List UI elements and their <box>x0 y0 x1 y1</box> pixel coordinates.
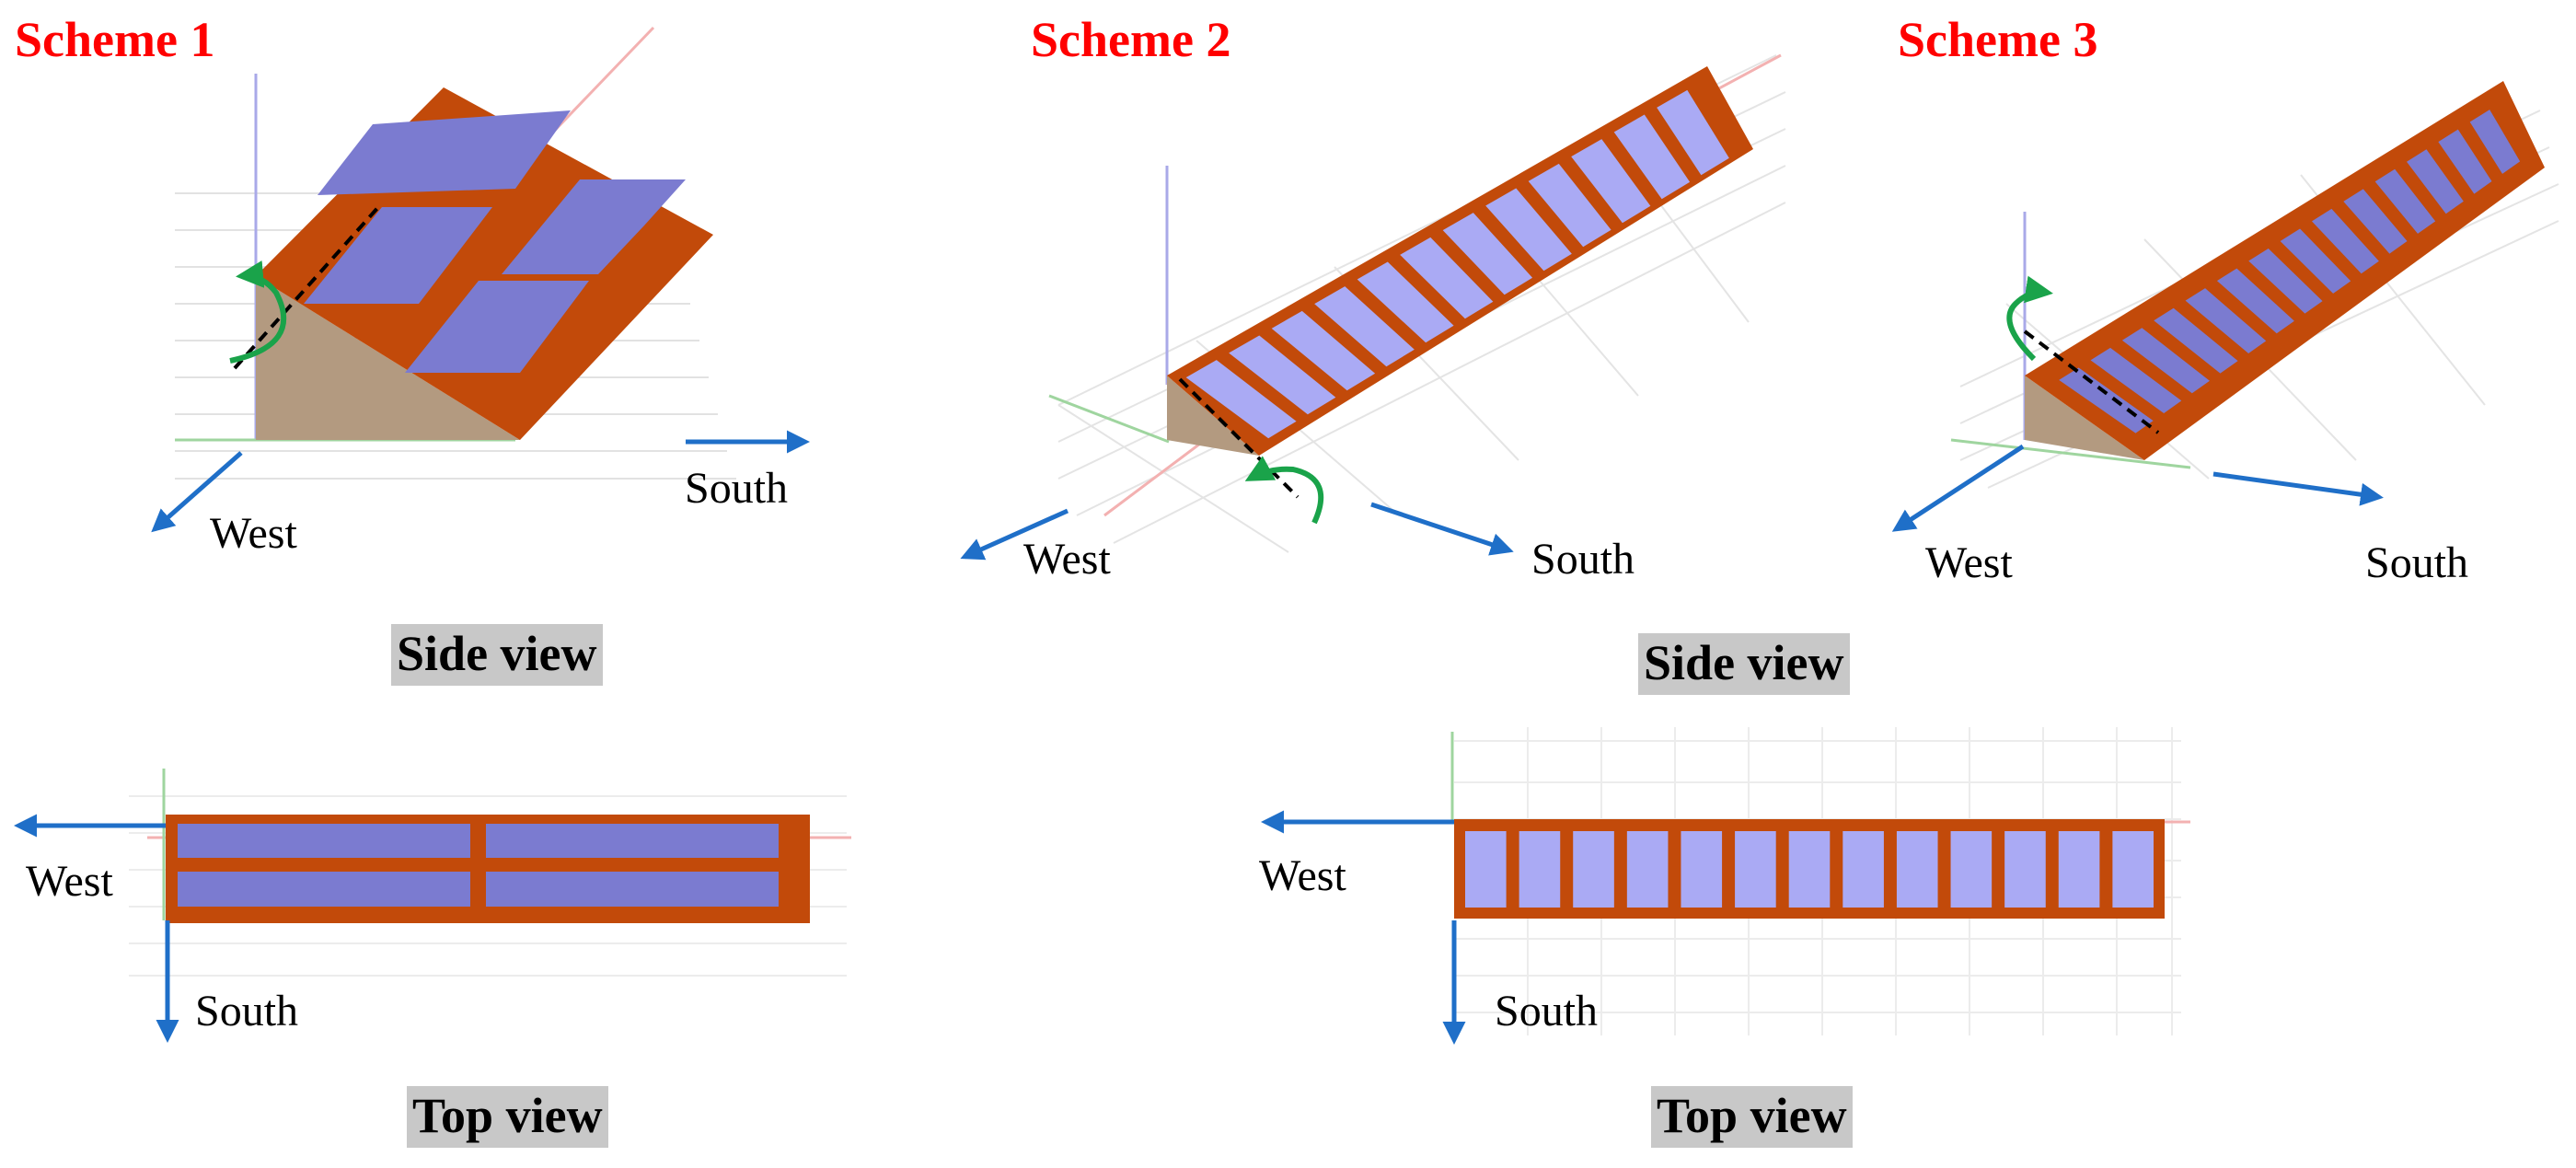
rotation-axis <box>1178 377 1300 499</box>
side-view-label: Side view <box>391 624 603 686</box>
south-label: South <box>1495 987 1599 1035</box>
south-label: South <box>2365 538 2469 587</box>
pv-panel <box>2407 149 2464 214</box>
pv-panel <box>2154 307 2238 374</box>
scheme-2-title: Scheme 2 <box>1031 12 1231 67</box>
direction-arrow-icon <box>960 508 1069 561</box>
pv-panel <box>2059 367 2154 434</box>
direction-arrow-icon <box>1891 444 2025 532</box>
pv-panel <box>486 824 779 858</box>
pv-panel <box>2311 208 2379 274</box>
pv-panel <box>2004 831 2046 908</box>
pv-panel <box>1613 114 1691 200</box>
pv-panel <box>1400 237 1494 319</box>
pv-panel <box>2121 328 2210 394</box>
scheme-1-side-view <box>151 26 810 533</box>
pv-panel <box>178 872 470 907</box>
direction-arrow-icon <box>1370 502 1514 556</box>
rotation-axis <box>2023 330 2160 434</box>
south-label: South <box>1531 535 1635 584</box>
pv-panel <box>1485 188 1572 272</box>
rotation-arrow-icon <box>2006 275 2053 362</box>
rotation-arrow-icon <box>229 260 287 364</box>
rotation-arrow-icon <box>1244 456 1324 525</box>
pv-panel <box>2248 249 2323 314</box>
direction-arrow-icon <box>151 451 243 533</box>
pv-panel <box>2185 288 2267 353</box>
pv-panel <box>304 207 492 304</box>
pv-panel <box>1573 831 1614 908</box>
axis-horizontal <box>1048 394 1170 444</box>
pv-panel <box>2374 168 2436 234</box>
pv-panel <box>405 281 589 373</box>
scheme-3-side-view <box>1891 81 2559 532</box>
pv-panel <box>1842 831 1884 908</box>
pv-panel <box>1519 831 1561 908</box>
south-label: South <box>195 987 299 1035</box>
pv-panel <box>2058 831 2100 908</box>
west-label: West <box>210 509 297 558</box>
pv-panel <box>1681 831 1723 908</box>
pv-panel <box>2343 189 2408 254</box>
pv-panel <box>486 872 779 907</box>
pv-panel <box>1735 831 1776 908</box>
direction-arrow-icon <box>2212 471 2384 506</box>
pv-panel <box>1571 139 1651 224</box>
pv-panel <box>2216 268 2294 334</box>
west-label: West <box>1259 851 1346 900</box>
scheme-2-3-top-view <box>1261 727 2190 1045</box>
pv-panel <box>1357 261 1454 343</box>
pv-panel-row <box>1185 89 1729 439</box>
scheme-3-title: Scheme 3 <box>1898 12 2098 67</box>
pv-panel <box>1788 831 1831 908</box>
pv-panel <box>1528 163 1611 248</box>
pv-panel <box>1314 286 1415 367</box>
pv-panel <box>2469 110 2521 174</box>
south-label: South <box>685 464 789 513</box>
west-label: West <box>1023 535 1111 584</box>
axis-horizontal <box>1950 438 2191 469</box>
pv-panel <box>1896 831 1938 908</box>
side-view-label: Side view <box>1638 633 1850 695</box>
pv-panel-row <box>2059 110 2521 434</box>
scheme-1-top-view <box>14 769 851 1043</box>
west-label: West <box>26 857 113 906</box>
axis-other <box>1103 431 1216 517</box>
pv-panel <box>1657 89 1729 176</box>
pv-panel <box>1185 360 1297 439</box>
scheme-1-title: Scheme 1 <box>15 12 215 67</box>
pv-panel <box>1465 831 1507 908</box>
pv-panel <box>1626 831 1669 908</box>
pv-panel <box>2090 347 2182 413</box>
pv-panel-row <box>1465 831 2154 908</box>
top-view-label: Top view <box>407 1086 608 1148</box>
pv-panel <box>1442 213 1533 295</box>
pv-panel <box>178 824 470 858</box>
pv-panel <box>318 110 571 195</box>
west-label: West <box>1925 538 2013 587</box>
pv-panel <box>1229 335 1336 415</box>
top-view-label: Top view <box>1651 1086 1853 1148</box>
pv-panel <box>1271 310 1376 391</box>
pv-panel <box>502 179 686 274</box>
scheme-2-side-view <box>960 53 1786 561</box>
pv-panel <box>1950 831 1993 908</box>
pv-panel <box>2438 129 2492 194</box>
pv-panel <box>2280 228 2351 294</box>
pv-panel <box>2112 831 2154 908</box>
